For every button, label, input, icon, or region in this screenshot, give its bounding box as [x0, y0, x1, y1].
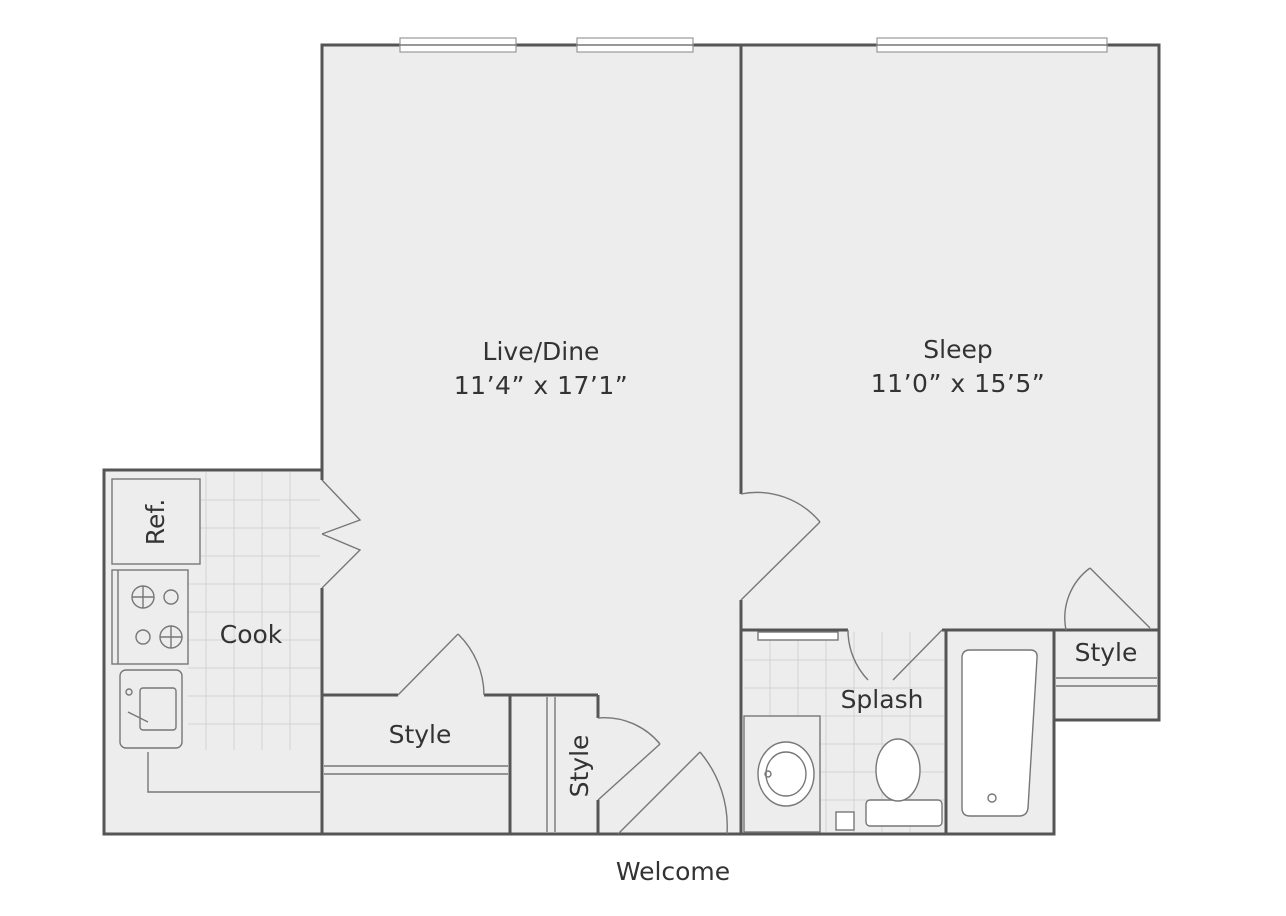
entry-door-leaf [617, 751, 701, 835]
stove [111, 569, 189, 665]
sleep-name: Sleep [923, 335, 992, 364]
lower-right-notch [1054, 720, 1160, 836]
sleep-dims: 11’0” x 15’5” [871, 369, 1045, 398]
trash-bin [835, 811, 855, 831]
doors [321, 479, 1151, 835]
kitchen-fixtures [111, 478, 201, 749]
right-closet-door-leaf [1089, 567, 1151, 629]
refrigerator-label: Ref. [141, 499, 170, 546]
closet-door-swing [457, 633, 485, 696]
kitchen-door-lower [321, 533, 362, 589]
live-dine-name: Live/Dine [483, 337, 600, 366]
kitchen-sink [119, 669, 183, 749]
cook-name: Cook [220, 620, 283, 649]
style-door-swing [597, 717, 661, 745]
bath-door-swing [847, 629, 869, 681]
right-closet-door-swing [1064, 567, 1091, 631]
kitchen-tile-grid [188, 472, 320, 750]
style-vertical-name: Style [565, 735, 594, 798]
closet-door-leaf [397, 633, 459, 696]
burner-2-icon [163, 589, 179, 605]
sleep-door-swing [740, 491, 821, 523]
refrigerator [111, 478, 201, 565]
entry-door-swing [699, 751, 728, 835]
splash-name: Splash [841, 685, 924, 714]
toilet-tank [865, 799, 943, 827]
kitchen-door-upper [321, 479, 362, 535]
style-left-name: Style [389, 720, 452, 749]
live-dine-dims: 11’4” x 17’1” [454, 371, 628, 400]
welcome-label: Welcome [616, 857, 730, 886]
burner-3-icon [135, 629, 151, 645]
interior-walls [320, 45, 1159, 834]
bath-fixtures [743, 631, 1038, 833]
closet-shelves [147, 677, 1157, 832]
sleep-door-leaf [740, 521, 821, 601]
toilet-bowl-icon [875, 738, 921, 802]
towel-bar [757, 631, 839, 641]
bathtub-icon [961, 649, 1038, 817]
windows [399, 37, 1108, 53]
bath-door-leaf [892, 629, 943, 681]
room-labels: Live/Dine 11’4” x 17’1” Sleep 11’0” x 15… [141, 335, 1137, 886]
style-right-name: Style [1075, 638, 1138, 667]
faucet-icon [127, 711, 149, 723]
style-door-leaf [597, 743, 661, 801]
tub-drain-icon [987, 793, 997, 803]
